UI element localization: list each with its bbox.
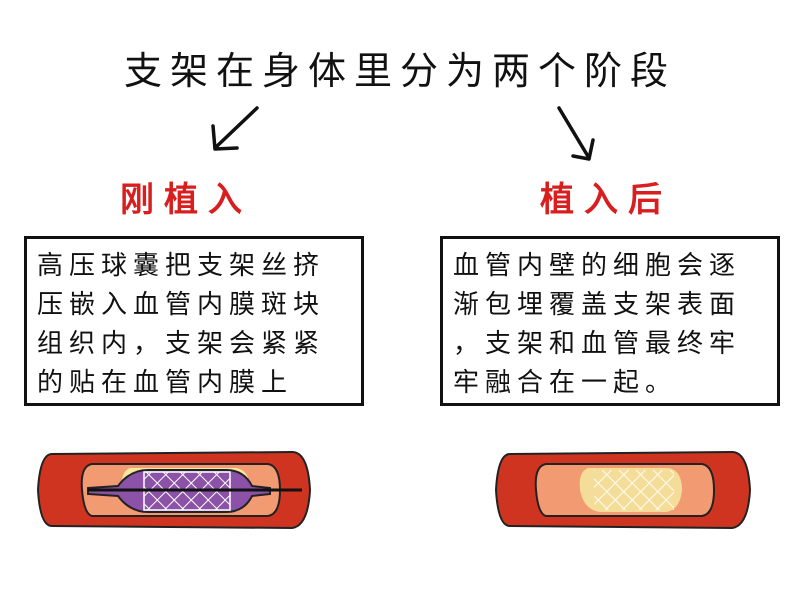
stage-label-after-implant: 植入后 <box>540 180 672 220</box>
vessel-with-embedded-stent-illustration <box>494 450 752 530</box>
description-line: 血管内壁的细胞会逐 <box>453 251 742 281</box>
description-line: 牢融合在一起。 <box>453 368 678 398</box>
description-line: ，支架和血管最终牢 <box>453 329 742 359</box>
description-box-after-implant: 血管内壁的细胞会逐 渐包埋覆盖支架表面 ，支架和血管最终牢 牢融合在一起。 <box>440 236 780 406</box>
arrow-right-icon <box>557 106 595 161</box>
stent-mesh <box>594 470 674 510</box>
description-line: 组织内，支架会紧紧 <box>37 329 326 359</box>
description-line: 高压球囊把支架丝挤 <box>37 251 326 281</box>
description-line: 压嵌入血管内膜斑块 <box>37 290 326 320</box>
vessel-with-balloon-stent-illustration <box>36 450 312 530</box>
arrow-left-icon <box>211 106 259 151</box>
description-box-just-implanted: 高压球囊把支架丝挤 压嵌入血管内膜斑块 组织内，支架会紧紧 的贴在血管内膜上 <box>24 236 364 406</box>
description-line: 渐包埋覆盖支架表面 <box>453 290 742 320</box>
description-line: 的贴在血管内膜上 <box>37 368 294 398</box>
stage-label-just-implanted: 刚植入 <box>120 180 252 220</box>
main-title: 支架在身体里分为两个阶段 <box>123 49 676 93</box>
